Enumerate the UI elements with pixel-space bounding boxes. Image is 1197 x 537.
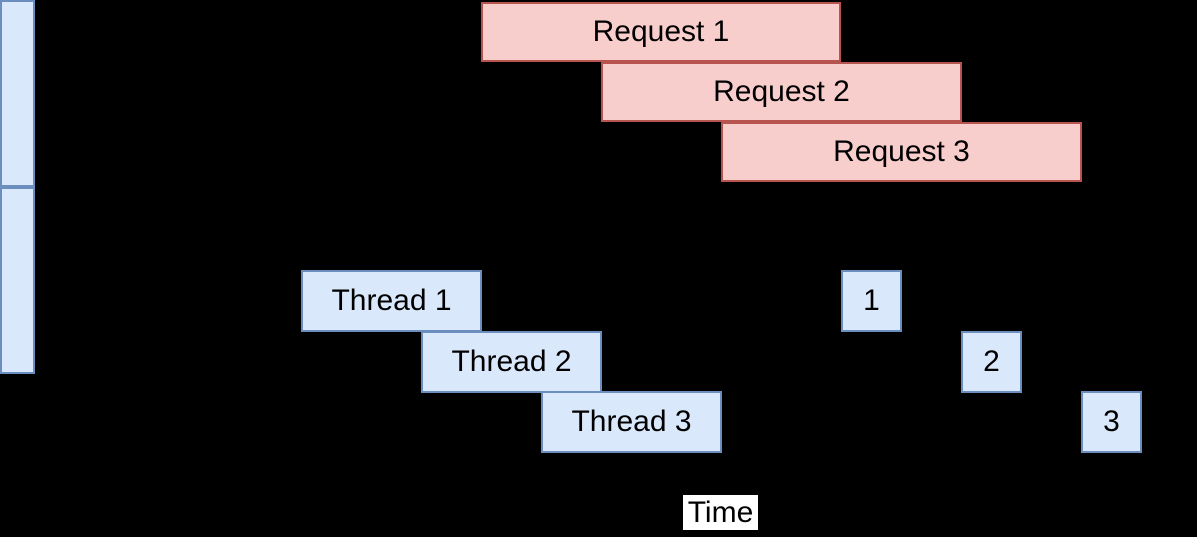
thread-bar-3: Thread 3 bbox=[541, 391, 722, 453]
thread-bar-1: Thread 1 bbox=[301, 270, 482, 332]
request-bar-1: Request 1 bbox=[481, 2, 841, 62]
right-bracket-bar bbox=[0, 187, 35, 374]
request-bar-3: Request 3 bbox=[721, 122, 1082, 182]
request-bar-2: Request 2 bbox=[601, 62, 962, 122]
thread-bar-2: Thread 2 bbox=[421, 331, 602, 393]
completion-marker-2: 2 bbox=[961, 331, 1022, 393]
completion-marker-1: 1 bbox=[841, 270, 902, 332]
completion-marker-3: 3 bbox=[1081, 391, 1142, 453]
left-bracket-bar bbox=[0, 0, 35, 187]
time-axis-label: Time bbox=[683, 495, 758, 530]
